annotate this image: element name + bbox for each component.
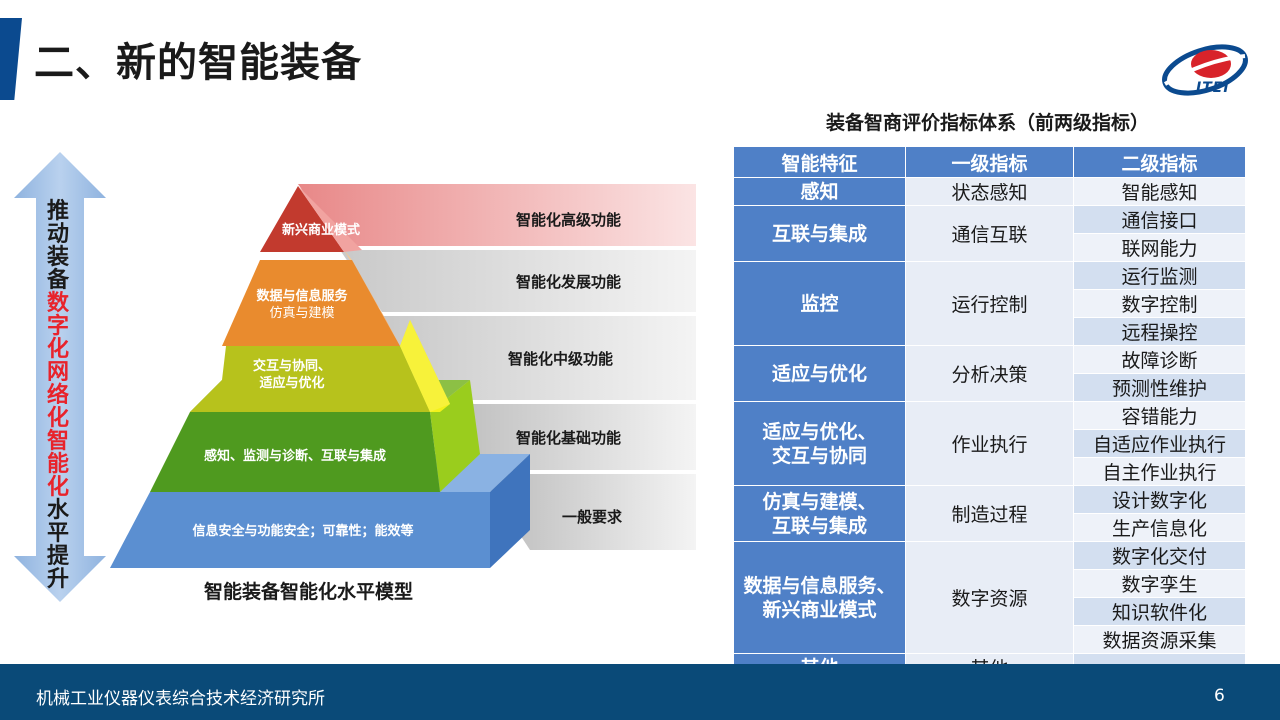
pyramid-caption: 智能装备智能化水平模型: [204, 581, 414, 603]
band-level-4: [430, 404, 696, 470]
cell-level2: 故障诊断: [1073, 345, 1246, 374]
table-row: 数据与信息服务、 新兴商业模式数字资源数字化交付: [733, 541, 1246, 654]
band-label-level-3: 智能化中级功能: [508, 350, 614, 368]
cell-level2: 数字孪生: [1073, 569, 1246, 598]
band-level-2: [340, 250, 696, 312]
cell-level1: 制造过程: [905, 485, 1074, 542]
pyramid-label-level-2: 数据与信息服务 仿真与建模: [256, 289, 348, 321]
table-header-row: 智能特征 一级指标 二级指标: [733, 146, 1246, 178]
band-level-5: [480, 474, 696, 550]
pyramid-label-level-1: 新兴商业模式: [281, 223, 360, 238]
cell-feature: 适应与优化、 交互与协同: [733, 401, 906, 486]
title-accent-bar: [0, 18, 22, 100]
arrow-caption-part3: 水平提升: [46, 498, 69, 592]
pyramid-label-level-4: 感知、监测与诊断、互联与集成: [203, 449, 386, 464]
cell-level1: 分析决策: [905, 345, 1074, 402]
table-row: 感知状态感知智能感知: [733, 177, 1246, 206]
table-row: 自适应作业执行: [734, 429, 1246, 458]
band-label-level-5: 一般要求: [562, 508, 623, 526]
cell-level2: 远程操控: [1073, 317, 1246, 346]
table-row: 数据资源采集: [734, 625, 1246, 654]
cell-level1: 运行控制: [905, 261, 1074, 346]
header-level2: 二级指标: [1073, 146, 1246, 178]
footer-bar: [0, 664, 1280, 720]
table-row: 互联与集成通信互联通信接口: [733, 205, 1246, 262]
band-label-level-1: 智能化高级功能: [516, 211, 622, 229]
pyramid-level-1: [260, 186, 344, 252]
table-row: 生产信息化: [734, 513, 1246, 542]
cell-level1: 数字资源: [905, 541, 1074, 654]
pyramid-label-level-3: 交互与协同、 适应与优化: [252, 359, 331, 391]
cell-level2: 设计数字化: [1073, 485, 1246, 514]
pyramid-level-2: [222, 260, 400, 346]
header-level1: 一级指标: [905, 146, 1074, 178]
pyramid-label-level-5: 信息安全与功能安全；可靠性；能效等: [192, 524, 414, 539]
table-row: 适应与优化、 交互与协同作业执行容错能力: [733, 401, 1246, 486]
pyramid-diagram: [110, 184, 696, 568]
double-arrow-icon: [14, 152, 106, 602]
table-row: 数字控制: [734, 289, 1246, 318]
cell-feature: 感知: [733, 177, 906, 206]
table-row: 适应与优化分析决策故障诊断: [733, 345, 1246, 402]
pyramid-level-4: [150, 412, 440, 492]
cell-level2: 自适应作业执行: [1073, 429, 1246, 458]
cell-level2: 容错能力: [1073, 401, 1246, 430]
table-row: 仿真与建模、 互联与集成制造过程设计数字化: [733, 485, 1246, 542]
cell-feature: 互联与集成: [733, 205, 906, 262]
table-row: 自主作业执行: [734, 457, 1246, 486]
cell-level1: 作业执行: [905, 401, 1074, 486]
band-level-1: [298, 184, 696, 246]
cell-level2: 数字化交付: [1073, 541, 1246, 570]
table-row: 远程操控: [734, 317, 1246, 346]
table-row: 联网能力: [734, 233, 1246, 262]
itei-logo-icon: [1162, 44, 1248, 96]
band-level-3: [382, 316, 696, 400]
table-title: 装备智商评价指标体系（前两级指标）: [826, 112, 1150, 134]
table-body: 感知状态感知智能感知互联与集成通信互联通信接口联网能力监控运行控制运行监测数字控…: [733, 177, 1246, 682]
cell-feature: 数据与信息服务、 新兴商业模式: [733, 541, 906, 654]
table-row: 监控运行控制运行监测: [733, 261, 1246, 346]
slide-title: 二、新的智能装备: [34, 40, 362, 86]
header-feature: 智能特征: [733, 146, 906, 178]
cell-feature: 适应与优化: [733, 345, 906, 402]
cell-level2: 智能感知: [1073, 177, 1246, 206]
arrow-caption: 推动装备数字化网络化智能化水平提升: [42, 200, 74, 591]
cell-level1: 状态感知: [905, 177, 1074, 206]
pyramid-level-3: [190, 346, 430, 412]
cell-level2: 数据资源采集: [1073, 625, 1246, 654]
arrow-caption-part1: 推动装备: [46, 199, 69, 293]
cell-feature: 仿真与建模、 互联与集成: [733, 485, 906, 542]
cell-feature: 监控: [733, 261, 906, 346]
cell-level2: 预测性维护: [1073, 373, 1246, 402]
table-row: 预测性维护: [734, 373, 1246, 402]
cell-level2: 联网能力: [1073, 233, 1246, 262]
table-row: 数字孪生: [734, 569, 1246, 598]
cell-level1: 通信互联: [905, 205, 1074, 262]
cell-level2: 运行监测: [1073, 261, 1246, 290]
cell-level2: 自主作业执行: [1073, 457, 1246, 486]
cell-level2: 生产信息化: [1073, 513, 1246, 542]
cell-level2: 数字控制: [1073, 289, 1246, 318]
pyramid-level-5: [110, 492, 490, 568]
cell-level2: 通信接口: [1073, 205, 1246, 234]
band-label-level-2: 智能化发展功能: [516, 273, 622, 291]
page-number: 6: [1214, 686, 1225, 706]
band-label-level-4: 智能化基础功能: [516, 429, 622, 447]
footer-organization: 机械工业仪器仪表综合技术经济研究所: [36, 689, 325, 709]
table-row: 知识软件化: [734, 597, 1246, 626]
logo-text: ITEI: [1196, 80, 1230, 96]
cell-level2: 知识软件化: [1073, 597, 1246, 626]
indicator-table: 智能特征 一级指标 二级指标 感知状态感知智能感知互联与集成通信互联通信接口联网…: [733, 146, 1246, 682]
arrow-caption-highlight: 数字化网络化智能化: [46, 291, 69, 500]
